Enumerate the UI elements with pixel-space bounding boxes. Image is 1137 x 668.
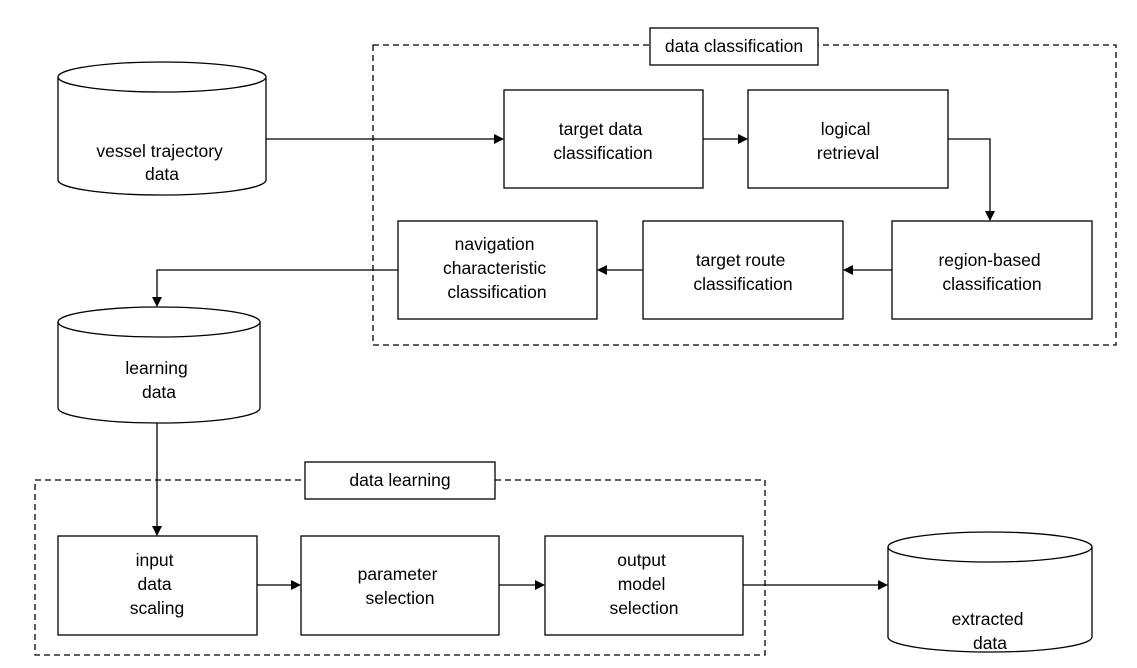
svg-text:output model selec: output model selection [609,550,678,618]
logical-retrieval-box: logical retrieval [747,89,949,189]
target-route-classification-box: target route classification [642,220,844,320]
extracted-data-label: extracted data [952,609,1029,653]
svg-text:region-based classificat: region-based classification [938,250,1045,294]
data-classification-title: data classification [665,36,803,56]
region-based-classification-box: region-based classification [891,220,1093,320]
parameter-selection-box: parameter selection [300,535,500,636]
svg-text:navigation characteristi: navigation characteristic classification [443,234,551,302]
arrow-logical-to-region [948,138,995,221]
svg-text:parameter selection: parameter selection [358,564,443,608]
learning-data-label: learning data [125,358,192,402]
input-data-scaling-box: input data scaling [57,535,258,636]
data-learning-title-box: data learning [304,461,496,500]
target-data-classification-box: target data classification [503,89,704,189]
output-model-selection-box: output model selection [544,535,744,636]
extracted-data-database: extracted data [887,531,1093,653]
navigation-characteristic-classification-box: navigation characteristic classification [397,220,598,320]
svg-text:target data classificati: target data classification [553,119,652,163]
data-learning-title: data learning [349,470,450,490]
svg-text:input data scaling: input data scaling [130,550,184,618]
vessel-trajectory-database: vessel trajectory data [57,61,267,196]
arrow-navigation-to-learning-data [152,269,398,307]
svg-text:target route classificat: target route classification [693,250,792,294]
vessel-trajectory-label: vessel trajectory data [96,141,227,184]
learning-data-database: learning data [57,306,261,424]
data-classification-title-box: data classification [649,27,819,66]
svg-text:logical retrieval: logical retrieval [817,119,879,163]
